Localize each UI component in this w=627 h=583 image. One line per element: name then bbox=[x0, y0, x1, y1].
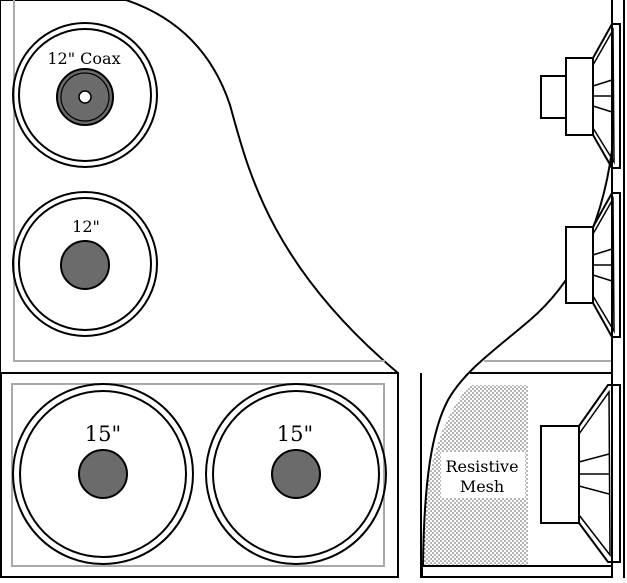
lower-cabinet-outline bbox=[0, 372, 399, 578]
woofer-15-left-label: 15" bbox=[85, 422, 121, 446]
lower-inner-frame bbox=[11, 383, 385, 567]
mesh-label-line2: Mesh bbox=[460, 477, 504, 496]
woofer-12-label: 12" bbox=[72, 217, 100, 236]
woofer-15-side-profile bbox=[540, 384, 621, 563]
front-view: 12" Coax 12" 15" 15" bbox=[0, 0, 399, 578]
mesh-label-line1: Resistive bbox=[445, 457, 518, 476]
upper-inner-frame bbox=[13, 0, 385, 362]
coax-12-label: 12" Coax bbox=[47, 49, 120, 68]
woofer-15-left: 15" bbox=[12, 383, 194, 565]
woofer-12-side-profile bbox=[565, 192, 621, 338]
woofer-15-left-dust-cap bbox=[78, 449, 128, 499]
side-view: Resistive Mesh bbox=[420, 0, 625, 578]
coax-driver-side-profile bbox=[540, 23, 621, 169]
upper-cabinet-outline bbox=[0, 0, 399, 374]
side-bottom-rail bbox=[421, 565, 613, 578]
coax-12-driver: 12" Coax bbox=[12, 22, 158, 168]
woofer-12-dust-cap bbox=[60, 240, 110, 290]
woofer-15-right-label: 15" bbox=[277, 422, 313, 446]
woofer-15-right: 15" bbox=[205, 383, 387, 565]
woofer-15-right-dust-cap bbox=[271, 449, 321, 499]
coax-tweeter bbox=[78, 90, 92, 104]
woofer-12-driver: 12" bbox=[12, 191, 158, 337]
